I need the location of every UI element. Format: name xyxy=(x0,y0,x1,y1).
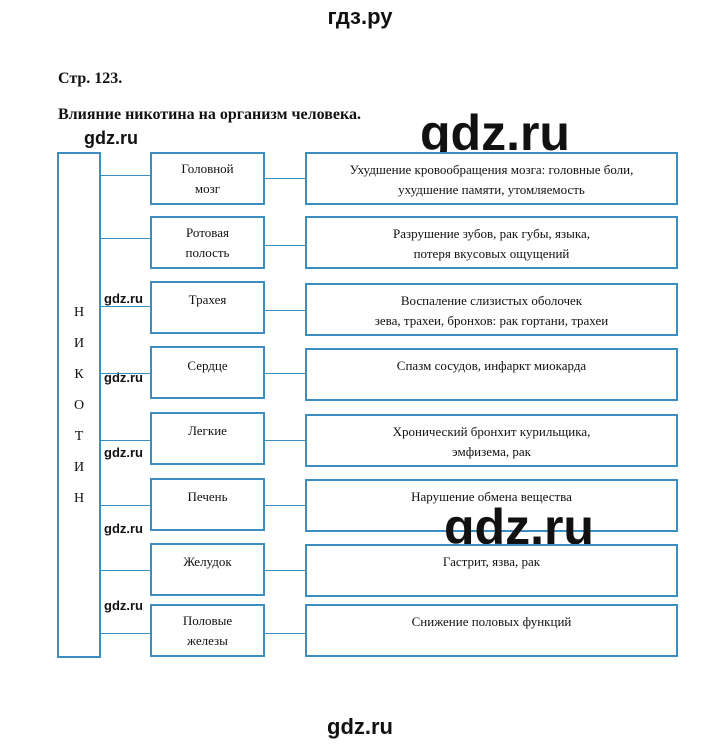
page-label: Стр. 123. xyxy=(58,70,123,87)
effect-box: Гастрит, язва, рак xyxy=(305,544,678,597)
connector-line xyxy=(265,310,305,311)
organ-box: Легкие xyxy=(150,412,265,465)
watermark-small: gdz.ru xyxy=(84,128,138,148)
letter: Н xyxy=(73,304,85,320)
letter: И xyxy=(73,335,85,351)
connector-line xyxy=(265,633,305,634)
watermark-small: gdz.ru xyxy=(104,445,143,460)
watermark-small: gdz.ru xyxy=(104,521,143,536)
connector-line xyxy=(101,505,150,506)
organ-box: Печень xyxy=(150,478,265,531)
watermark-top: гдз.ру xyxy=(327,4,393,29)
connector-line xyxy=(101,306,150,307)
effect-box: Снижение половых функций xyxy=(305,604,678,657)
connector-line xyxy=(101,570,150,571)
organ-box: Ротовая полость xyxy=(150,216,265,269)
effect-box: Воспаление слизистых оболочек зева, трах… xyxy=(305,283,678,336)
connector-line xyxy=(265,505,305,506)
heading: Влияние никотина на организм человека. xyxy=(58,106,361,123)
connector-line xyxy=(101,373,150,374)
connector-line xyxy=(265,178,305,179)
organ-box: Головной мозг xyxy=(150,152,265,205)
effect-box: Спазм сосудов, инфаркт миокарда xyxy=(305,348,678,401)
connector-line xyxy=(265,440,305,441)
connector-line xyxy=(265,570,305,571)
connector-line xyxy=(101,440,150,441)
letter: Т xyxy=(74,428,84,444)
letter: Н xyxy=(73,490,85,506)
organ-box: Желудок xyxy=(150,543,265,596)
connector-line xyxy=(265,373,305,374)
connector-line xyxy=(101,175,150,176)
watermark-bottom: gdz.ru xyxy=(327,714,393,739)
effect-box: Хронический бронхит курильщика, эмфизема… xyxy=(305,414,678,467)
effect-box: Разрушение зубов, рак губы, языка, потер… xyxy=(305,216,678,269)
organ-box: Сердце xyxy=(150,346,265,399)
watermark-large: gdz.ru xyxy=(420,105,570,161)
letter: К xyxy=(74,366,84,382)
watermark-small: gdz.ru xyxy=(104,291,143,306)
organ-box: Половые железы xyxy=(150,604,265,657)
organ-box: Трахея xyxy=(150,281,265,334)
letter: И xyxy=(73,459,85,475)
watermark-small: gdz.ru xyxy=(104,598,143,613)
effect-box: Нарушение обмена вещества xyxy=(305,479,678,532)
nicotine-box: Н И К О Т И Н xyxy=(57,152,101,658)
connector-line xyxy=(101,633,150,634)
connector-line xyxy=(101,238,150,239)
connector-line xyxy=(265,245,305,246)
letter: О xyxy=(73,397,85,413)
effect-box: Ухудшение кровообращения мозга: головные… xyxy=(305,152,678,205)
